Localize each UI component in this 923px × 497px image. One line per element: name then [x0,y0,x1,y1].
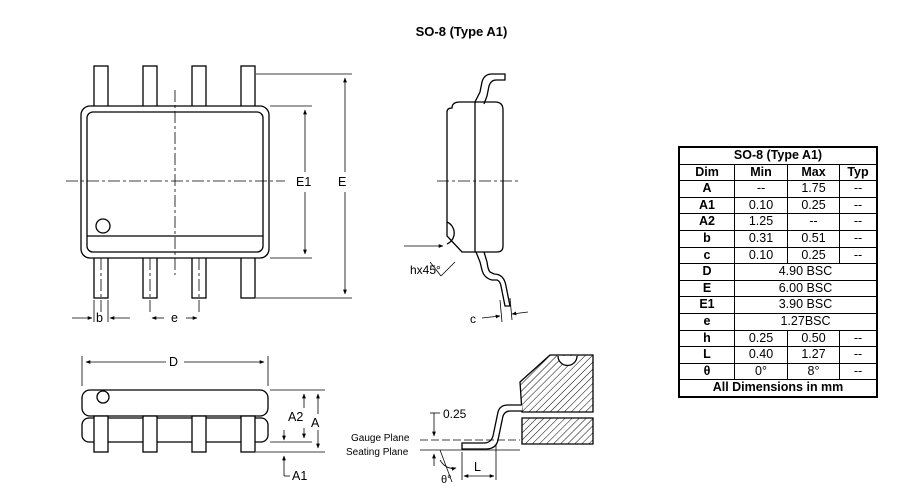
cell-min: 0.25 [734,329,788,348]
cell-dim: E [678,279,735,298]
front-view [81,356,325,477]
cell-bsc: 4.90 BSC [734,263,878,281]
label-theta: θ° [441,474,452,486]
cell-bsc: 1.27BSC [734,312,878,331]
label-l: L [474,460,481,474]
cell-dim: D [678,263,735,281]
cell-typ: -- [839,180,878,198]
label-e1: E1 [296,175,311,189]
cell-min: 0.10 [734,196,788,215]
header-max: Max [787,163,840,182]
cell-max: 0.50 [787,329,840,348]
label-e-outer: E [338,175,346,189]
cell-dim: A2 [678,213,735,231]
cell-max: 1.75 [787,180,840,198]
drawing-title: SO-8 (Type A1) [415,24,508,39]
label-gauge-plane: Gauge Plane [351,433,410,444]
side-view-labels: hx45° c [410,263,476,326]
cell-max: 0.51 [787,229,840,248]
top-view-labels: E1 E b e [96,175,346,325]
cell-dim: θ [678,362,735,381]
header-typ: Typ [839,163,878,182]
label-b: b [96,311,103,325]
cell-max: 0.25 [787,246,840,265]
cell-max: -- [787,213,840,231]
table-footer: All Dimensions in mm [678,379,878,398]
label-e-pitch: e [171,311,178,325]
cell-min: 0.10 [734,246,788,265]
header-dim: Dim [678,163,735,182]
table-row: A--1.75-- [678,180,878,198]
cell-min: 0.40 [734,346,788,364]
cell-dim: e [678,312,735,331]
pin1-marker [95,218,111,234]
label-a: A [311,416,320,430]
table-title: SO-8 (Type A1) [678,146,878,165]
cell-typ: -- [839,362,878,381]
header-min: Min [734,163,788,182]
dimension-table: SO-8 (Type A1) Dim Min Max Typ A--1.75--… [678,146,878,398]
label-a1: A1 [292,469,307,483]
cell-dim: c [678,246,735,265]
detail-view [420,354,594,483]
cell-max: 0.25 [787,196,840,215]
cell-dim: L [678,346,735,364]
cell-dim: A1 [678,196,735,215]
cell-min: 1.25 [734,213,788,231]
label-gauge-value: 0.25 [443,407,467,421]
detail-view-labels: 0.25 Gauge Plane Seating Plane L θ° [346,407,481,486]
cell-typ: -- [839,213,878,231]
front-view-labels: D A2 A A1 [169,355,320,483]
cell-typ: -- [839,229,878,248]
cell-bsc: 6.00 BSC [734,279,878,298]
side-view [404,73,529,323]
cell-min: 0.31 [734,229,788,248]
cell-max: 1.27 [787,346,840,364]
cell-min: 0° [734,362,788,381]
cell-typ: -- [839,196,878,215]
label-a2: A2 [288,410,303,424]
label-d: D [169,355,178,369]
cell-bsc: 3.90 BSC [734,296,878,314]
cell-dim: h [678,329,735,348]
cell-typ: -- [839,246,878,265]
label-c: c [470,312,476,326]
top-view [66,65,352,322]
label-seating-plane: Seating Plane [346,447,409,458]
cell-typ: -- [839,346,878,364]
cell-max: 8° [787,362,840,381]
label-hx45: hx45° [410,263,441,277]
cell-dim: E1 [678,296,735,314]
cell-dim: A [678,180,735,198]
cell-min: -- [734,180,788,198]
top-pins [93,65,256,109]
bottom-pins [93,255,256,299]
cell-dim: b [678,229,735,248]
cell-typ: -- [839,329,878,348]
